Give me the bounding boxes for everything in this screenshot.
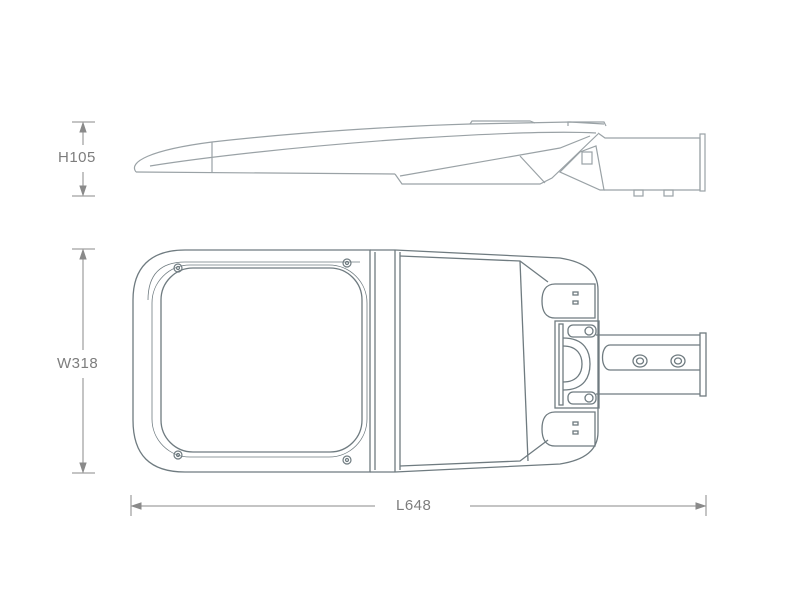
length-dimension-label: L648 bbox=[396, 497, 432, 514]
side-view bbox=[133, 120, 706, 197]
height-dimension-line bbox=[72, 121, 95, 197]
screws bbox=[173, 258, 352, 465]
width-dimension-label: W318 bbox=[57, 355, 99, 372]
width-dimension-line bbox=[72, 248, 95, 474]
lens bbox=[160, 267, 363, 453]
length-dimension-line bbox=[130, 495, 707, 516]
top-view bbox=[132, 249, 707, 473]
height-dimension-label: H105 bbox=[58, 149, 96, 166]
